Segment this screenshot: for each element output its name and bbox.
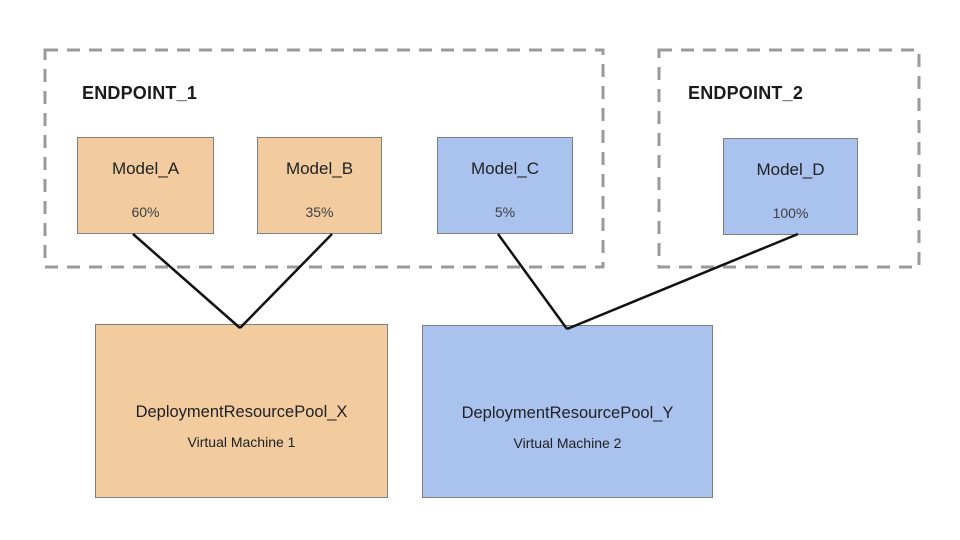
model-node-a: Model_A 60% — [77, 137, 214, 234]
model-node-d: Model_D 100% — [723, 138, 858, 235]
model-name: Model_A — [111, 159, 180, 178]
model-node-b: Model_B 35% — [257, 137, 382, 234]
model-name: Model_B — [285, 159, 354, 178]
model-node-c: Model_C 5% — [437, 137, 573, 234]
endpoint-2-label: ENDPOINT_2 — [688, 83, 804, 103]
endpoint-1-label: ENDPOINT_1 — [82, 83, 198, 103]
model-traffic-pct: 35% — [305, 204, 334, 220]
pool-node-y: DeploymentResourcePool_Y Virtual Machine… — [422, 325, 713, 498]
model-name: Model_C — [470, 159, 540, 178]
model-traffic-pct: 60% — [131, 204, 160, 220]
model-name: Model_D — [756, 160, 825, 179]
model-traffic-pct: 5% — [494, 204, 516, 220]
model-traffic-pct: 100% — [772, 205, 809, 221]
pool-name: DeploymentResourcePool_X — [135, 403, 348, 421]
connector-model-b-pool-x — [239, 233, 333, 329]
connector-model-d-pool-y — [566, 232, 799, 331]
connector-model-c-pool-y — [496, 233, 569, 330]
connector-model-a-pool-x — [132, 233, 241, 329]
pool-name: DeploymentResourcePool_Y — [461, 404, 674, 422]
pool-machine: Virtual Machine 1 — [187, 434, 296, 450]
pool-node-x: DeploymentResourcePool_X Virtual Machine… — [95, 324, 388, 498]
pool-machine: Virtual Machine 2 — [513, 435, 622, 451]
